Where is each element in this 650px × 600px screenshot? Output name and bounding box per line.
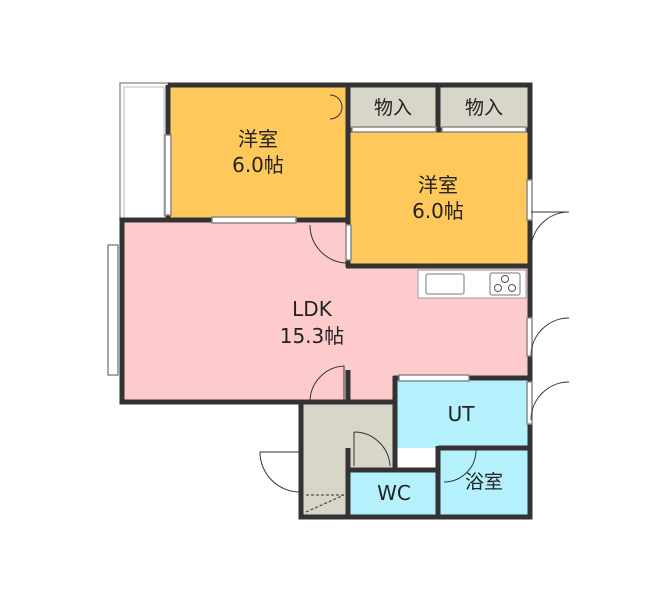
bedroom2 (348, 130, 528, 265)
bath (440, 448, 528, 515)
utility-room (395, 378, 528, 448)
closet2 (440, 87, 528, 130)
closet1-label: 物入 (374, 97, 412, 119)
bedroom2-name: 洋室 (418, 173, 458, 197)
door-swings (259, 94, 570, 513)
windows (107, 126, 533, 425)
toilet (350, 470, 438, 515)
balcony (119, 82, 169, 221)
toilet-label: WC (377, 481, 411, 505)
stove-icon (489, 272, 521, 296)
bedroom1 (168, 87, 348, 220)
closet1 (350, 87, 438, 130)
ldk-size: 15.3帖 (280, 324, 345, 348)
utility-label: UT (448, 402, 476, 426)
bedroom1-name: 洋室 (238, 127, 278, 151)
bedroom2-size: 6.0帖 (412, 199, 464, 223)
bath-label: 浴室 (465, 471, 503, 493)
ldk-name: LDK (292, 297, 333, 321)
sink-icon (425, 273, 465, 295)
closet2-label: 物入 (465, 97, 503, 119)
bedroom1-size: 6.0帖 (232, 153, 284, 177)
